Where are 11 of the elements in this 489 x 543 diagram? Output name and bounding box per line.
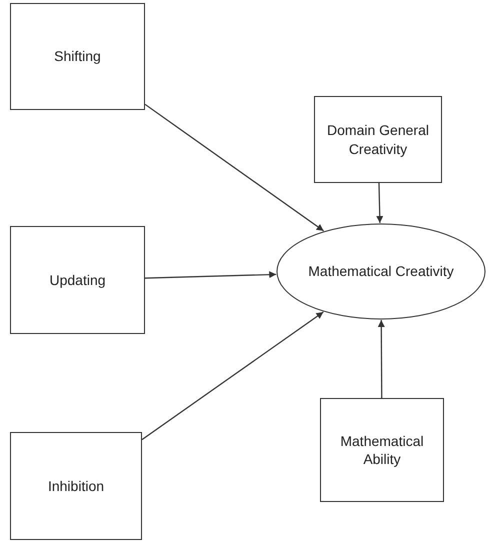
- outcome-ellipse: Mathematical Creativity: [276, 223, 486, 320]
- process-box: Shifting: [10, 3, 145, 110]
- process-box: Mathematical Ability: [320, 398, 444, 502]
- process-box: Inhibition: [10, 432, 142, 540]
- arrow: [144, 104, 324, 232]
- process-box: Updating: [10, 226, 145, 334]
- arrow: [378, 320, 385, 398]
- arrow: [142, 312, 324, 440]
- arrow: [376, 182, 384, 224]
- arrow: [144, 271, 276, 279]
- process-box: Domain General Creativity: [314, 96, 442, 183]
